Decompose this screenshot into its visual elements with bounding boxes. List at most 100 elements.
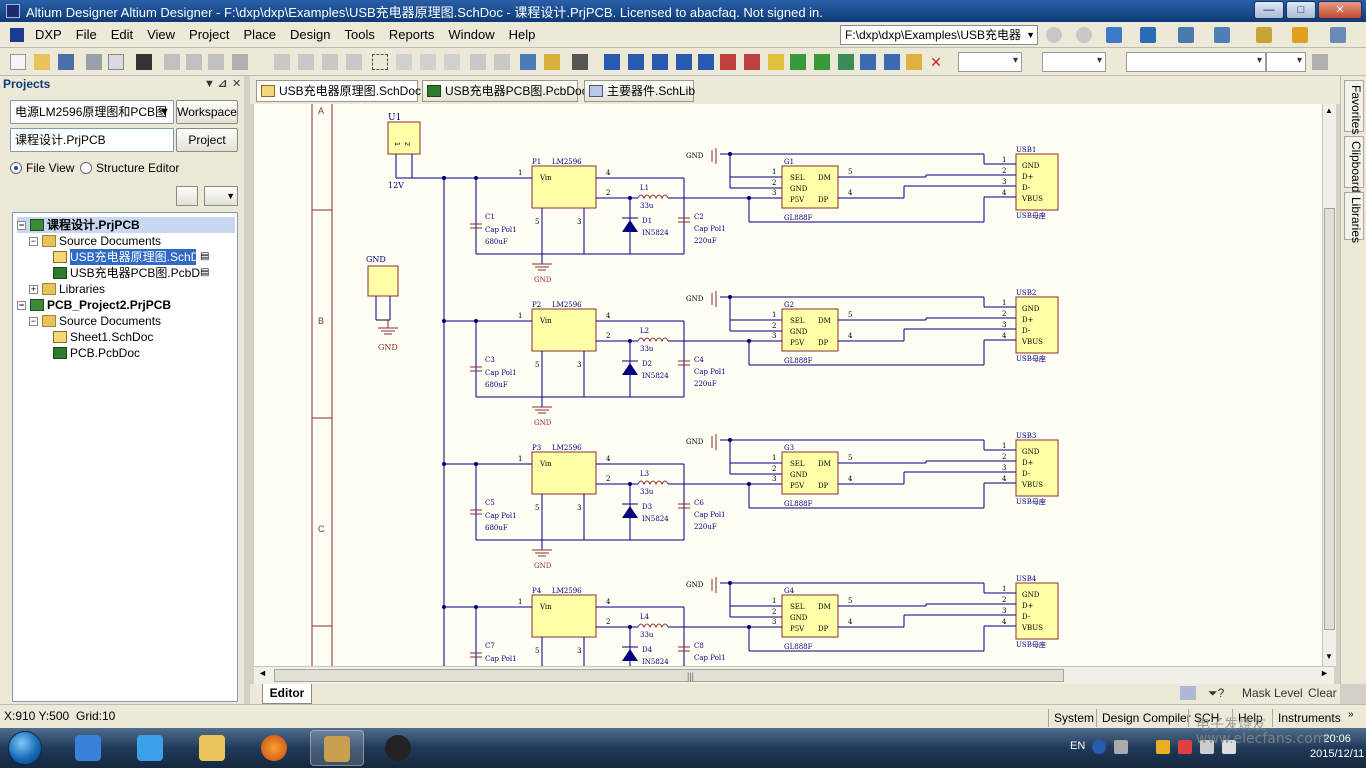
maximize-button[interactable]: □ xyxy=(1286,1,1316,19)
power-port-icon[interactable] xyxy=(1214,27,1230,43)
tree-item-usb-schdoc[interactable]: USB充电器原理图.SchDoc ▤ xyxy=(53,249,209,265)
tray-flag-icon[interactable] xyxy=(1178,740,1192,754)
project-combo[interactable]: 课程设计.PrjPCB xyxy=(10,128,174,152)
save-icon[interactable] xyxy=(58,54,74,70)
project-button[interactable]: Project xyxy=(176,128,238,152)
tree-item-source-documents[interactable]: − Source Documents xyxy=(29,234,162,248)
cross-select-icon[interactable] xyxy=(420,54,436,70)
mask-level-button[interactable]: Mask Level xyxy=(1242,686,1303,700)
compile-icon[interactable] xyxy=(572,54,588,70)
place-part-icon[interactable] xyxy=(768,54,784,70)
toolbar-options-icon[interactable] xyxy=(1312,54,1328,70)
schematic-canvas[interactable]: A B C U1 12V 1 2 GND GND xyxy=(254,104,1334,666)
zoom-selected-icon[interactable] xyxy=(208,54,224,70)
home-icon[interactable] xyxy=(1106,27,1122,43)
menu-help[interactable]: Help xyxy=(508,27,536,42)
panel-menu-icon[interactable]: ▼ xyxy=(204,78,215,90)
open-folder-icon[interactable] xyxy=(34,54,50,70)
status-system-button[interactable]: System xyxy=(1048,709,1099,727)
panel-menu-icon[interactable]: » xyxy=(1348,709,1354,720)
harness-entry-icon[interactable] xyxy=(884,54,900,70)
status-design-compiler-button[interactable]: Design Compiler xyxy=(1096,709,1196,727)
taskbar-app-altium[interactable] xyxy=(310,730,364,766)
menu-reports[interactable]: Reports xyxy=(388,27,435,42)
device-sheet-icon[interactable] xyxy=(838,54,854,70)
horizontal-scrollbar[interactable]: ◄ ||| ► xyxy=(254,666,1334,684)
close-button[interactable]: ✕ xyxy=(1318,1,1362,19)
menu-place[interactable]: Place xyxy=(243,27,277,42)
place-signal-harness-icon[interactable] xyxy=(652,54,668,70)
tab-usb-schdoc[interactable]: USB充电器原理图.SchDoc xyxy=(256,80,421,102)
help-icon[interactable] xyxy=(1092,740,1106,754)
sheet-entry-icon[interactable] xyxy=(814,54,830,70)
probe-icon[interactable] xyxy=(1256,27,1272,43)
new-file-icon[interactable] xyxy=(10,54,26,70)
filter-combo-3[interactable] xyxy=(1126,52,1266,72)
cut-icon[interactable] xyxy=(274,54,290,70)
tree-item-libraries[interactable]: + Libraries xyxy=(29,282,106,296)
taskbar-app-firefox[interactable] xyxy=(248,730,302,766)
forward-icon[interactable] xyxy=(1076,27,1092,43)
tree-item-pcb-project2[interactable]: − PCB_Project2.PrjPCB xyxy=(17,298,172,312)
scroll-up-icon[interactable]: ▲ xyxy=(1325,106,1333,115)
pin-icon[interactable]: ⊿ xyxy=(218,78,228,90)
redo-icon[interactable] xyxy=(494,54,510,70)
tray-volume-icon[interactable] xyxy=(1222,740,1236,754)
collapse-icon[interactable]: − xyxy=(29,235,38,246)
menu-tools[interactable]: Tools xyxy=(344,27,375,42)
hierarchy-icon[interactable] xyxy=(520,54,536,70)
structure-editor-radio[interactable]: Structure Editor xyxy=(80,161,179,175)
paste-icon[interactable] xyxy=(322,54,338,70)
status-sch-button[interactable]: SCH xyxy=(1188,709,1224,727)
deselect-icon[interactable] xyxy=(444,54,460,70)
workspace-combo[interactable]: 电源LM2596原理图和PCB图 ▼ xyxy=(10,100,174,124)
wire-tool-icon[interactable] xyxy=(1140,27,1156,43)
file-view-radio[interactable]: File View xyxy=(10,161,74,175)
workspace-button[interactable]: Workspace xyxy=(176,100,238,124)
sheet-symbol-icon[interactable] xyxy=(790,54,806,70)
place-bus-entry-icon[interactable] xyxy=(676,54,692,70)
eraser-icon[interactable] xyxy=(1180,686,1196,700)
net-label-icon[interactable] xyxy=(698,54,714,70)
tab-usb-pcbdoc[interactable]: USB充电器PCB图.PcbDoc xyxy=(422,80,588,102)
collapse-icon[interactable]: − xyxy=(29,315,38,326)
taskbar-app-explorer-grid[interactable] xyxy=(62,730,116,766)
minimize-button[interactable]: — xyxy=(1254,1,1284,19)
start-button[interactable] xyxy=(4,730,46,766)
gnd-port-icon[interactable] xyxy=(720,54,736,70)
zoom-dropdown-icon[interactable] xyxy=(232,54,248,70)
tree-item-sheet1-schdoc[interactable]: Sheet1.SchDoc xyxy=(53,329,153,345)
horizontal-scroll-thumb[interactable]: ||| xyxy=(274,669,1064,682)
status-help-button[interactable]: Help xyxy=(1232,709,1268,727)
scroll-right-icon[interactable]: ► xyxy=(1320,668,1329,678)
tray-network-icon[interactable] xyxy=(1200,740,1214,754)
vertical-scroll-thumb[interactable] xyxy=(1324,208,1335,630)
scroll-down-icon[interactable]: ▼ xyxy=(1325,652,1333,661)
filter-combo-2[interactable] xyxy=(1042,52,1106,72)
language-indicator[interactable]: EN xyxy=(1070,740,1086,752)
copy-icon[interactable] xyxy=(298,54,314,70)
tree-item-usb-pcbdoc[interactable]: USB充电器PCB图.PcbDoc ▤ xyxy=(53,265,209,281)
filter-icon[interactable]: ⏷? xyxy=(1208,686,1225,700)
move-icon[interactable] xyxy=(396,54,412,70)
taskbar-app-qq[interactable] xyxy=(372,730,426,766)
print-preview-icon[interactable] xyxy=(108,54,124,70)
connector-u1[interactable]: U1 12V 1 2 xyxy=(387,113,421,190)
zoom-fit-icon[interactable] xyxy=(164,54,180,70)
browse-icon[interactable] xyxy=(544,54,560,70)
tray-dots-icon[interactable] xyxy=(1114,740,1128,754)
menu-edit[interactable]: Edit xyxy=(110,27,134,42)
place-bus-icon[interactable] xyxy=(628,54,644,70)
connector-gnd[interactable]: GND GND xyxy=(366,255,399,352)
zoom-area-icon[interactable] xyxy=(186,54,202,70)
panel-close-icon[interactable]: ✕ xyxy=(232,78,242,90)
schematic-sheet[interactable]: A B C U1 12V 1 2 GND GND xyxy=(254,104,1334,666)
port-icon[interactable] xyxy=(906,54,922,70)
filter-combo-4[interactable] xyxy=(1266,52,1306,72)
menu-project[interactable]: Project xyxy=(189,27,230,42)
menu-window[interactable]: Window xyxy=(448,27,495,42)
rubber-stamp-icon[interactable] xyxy=(346,54,362,70)
harness-connector-icon[interactable] xyxy=(860,54,876,70)
menu-view[interactable]: View xyxy=(147,27,176,42)
